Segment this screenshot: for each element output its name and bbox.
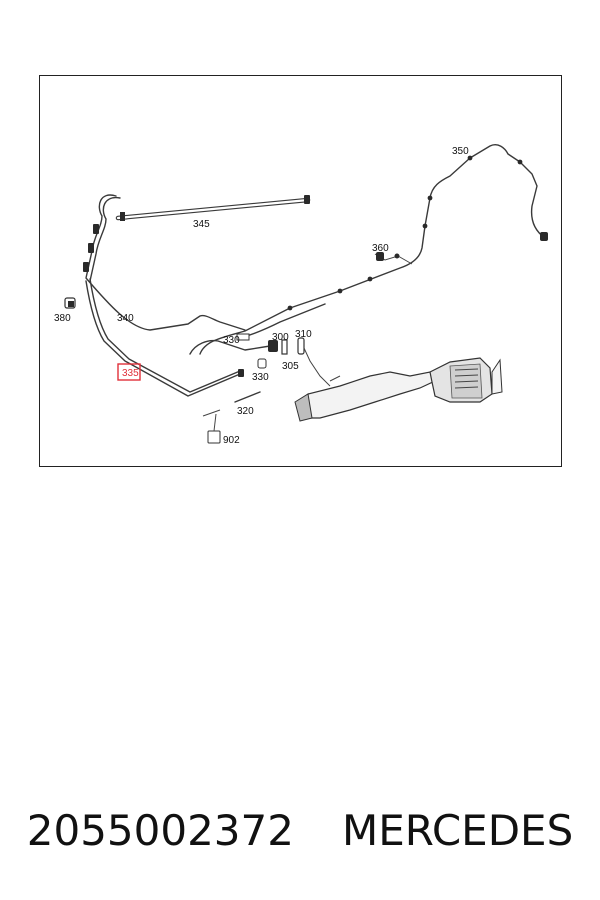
callout-335-highlight-box bbox=[117, 363, 141, 381]
callout-320: 320 bbox=[237, 406, 254, 417]
brand-name: MERCEDES bbox=[341, 805, 574, 855]
part-320-902 bbox=[202, 391, 261, 444]
callout-340: 340 bbox=[117, 313, 134, 324]
parts-diagram-frame: 350 345 360 380 340 300 310 330 305 335 … bbox=[39, 75, 562, 467]
exhaust-line-diagram: 350 345 360 380 340 300 310 330 305 335 … bbox=[54, 144, 548, 446]
part-335-line bbox=[85, 278, 244, 397]
callout-310: 310 bbox=[295, 329, 312, 340]
part-number: 2055002372 bbox=[26, 805, 294, 855]
callout-380: 380 bbox=[54, 313, 71, 324]
part-340-line bbox=[83, 194, 246, 331]
catalytic-converter bbox=[294, 357, 503, 422]
callout-360: 360 bbox=[372, 243, 389, 254]
part-caption: 2055002372 MERCEDES bbox=[0, 800, 600, 860]
part-360-sensor bbox=[374, 252, 413, 265]
callout-902: 902 bbox=[223, 435, 240, 446]
part-350-line bbox=[199, 144, 548, 355]
part-300-305-310-fittings bbox=[189, 333, 331, 387]
callout-300: 300 bbox=[272, 332, 289, 343]
callout-330-lower: 330 bbox=[252, 372, 269, 383]
callout-335: 335 bbox=[122, 368, 139, 379]
callout-345: 345 bbox=[193, 219, 210, 230]
callout-330-upper: 330 bbox=[223, 335, 240, 346]
part-380-clip bbox=[64, 297, 76, 309]
callout-305: 305 bbox=[282, 361, 299, 372]
callout-350: 350 bbox=[452, 146, 469, 157]
part-345-tube bbox=[115, 195, 311, 221]
